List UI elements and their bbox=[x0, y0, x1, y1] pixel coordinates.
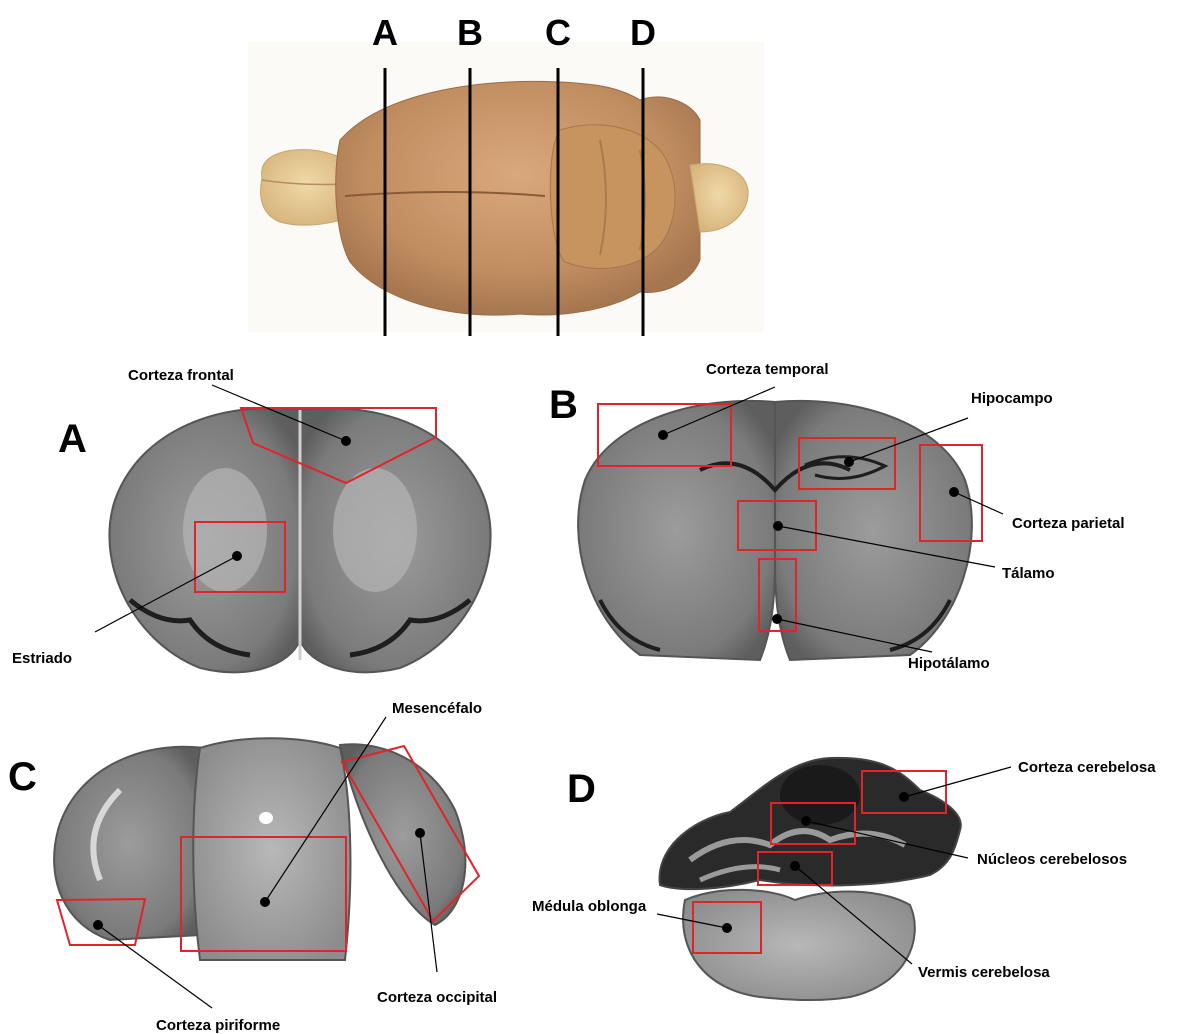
label-temporal-cortex: Corteza temporal bbox=[706, 361, 829, 378]
whole-brain-photo: A B C D bbox=[248, 12, 764, 336]
cut-label-b: B bbox=[457, 12, 483, 53]
label-medulla: Médula oblonga bbox=[532, 898, 647, 915]
label-frontal-cortex: Corteza frontal bbox=[128, 367, 234, 384]
panel-a: A Corteza frontal Estriado bbox=[12, 367, 491, 672]
label-thalamus: Tálamo bbox=[1002, 565, 1055, 582]
label-vermis: Vermis cerebelosa bbox=[918, 964, 1050, 981]
panel-d-letter: D bbox=[567, 767, 596, 811]
label-hypothalamus: Hipotálamo bbox=[908, 655, 990, 672]
panel-b-letter: B bbox=[549, 383, 578, 427]
label-piriform-cortex: Corteza piriforme bbox=[156, 1017, 280, 1034]
cerebellum bbox=[550, 125, 675, 269]
slice-c-left-cortex bbox=[54, 747, 205, 940]
label-cerebellar-cortex: Corteza cerebelosa bbox=[1018, 759, 1156, 776]
slice-c-midbrain bbox=[193, 738, 350, 960]
panel-c: C Mesencéfalo Corteza occipital Corteza … bbox=[8, 700, 497, 1034]
slice-b-left-hemisphere bbox=[578, 401, 775, 660]
cut-label-c: C bbox=[545, 12, 571, 53]
label-occipital-cortex: Corteza occipital bbox=[377, 989, 497, 1006]
label-cerebellar-nuclei: Núcleos cerebelosos bbox=[977, 851, 1127, 868]
panel-c-letter: C bbox=[8, 755, 37, 799]
panel-b: B Corteza temporal Hipocampo Corteza par… bbox=[549, 361, 1125, 672]
label-hippocampus: Hipocampo bbox=[971, 390, 1053, 407]
slice-d-medulla bbox=[683, 890, 915, 1000]
panel-a-letter: A bbox=[58, 417, 87, 461]
label-striatum: Estriado bbox=[12, 650, 72, 667]
slice-c-right-cortex bbox=[340, 744, 465, 925]
cut-label-a: A bbox=[372, 12, 398, 53]
label-midbrain: Mesencéfalo bbox=[392, 700, 482, 717]
label-parietal-cortex: Corteza parietal bbox=[1012, 515, 1125, 532]
panel-d: D Corteza cerebelosa Núcleos cerebelosos… bbox=[532, 758, 1156, 1000]
cut-label-d: D bbox=[630, 12, 656, 53]
